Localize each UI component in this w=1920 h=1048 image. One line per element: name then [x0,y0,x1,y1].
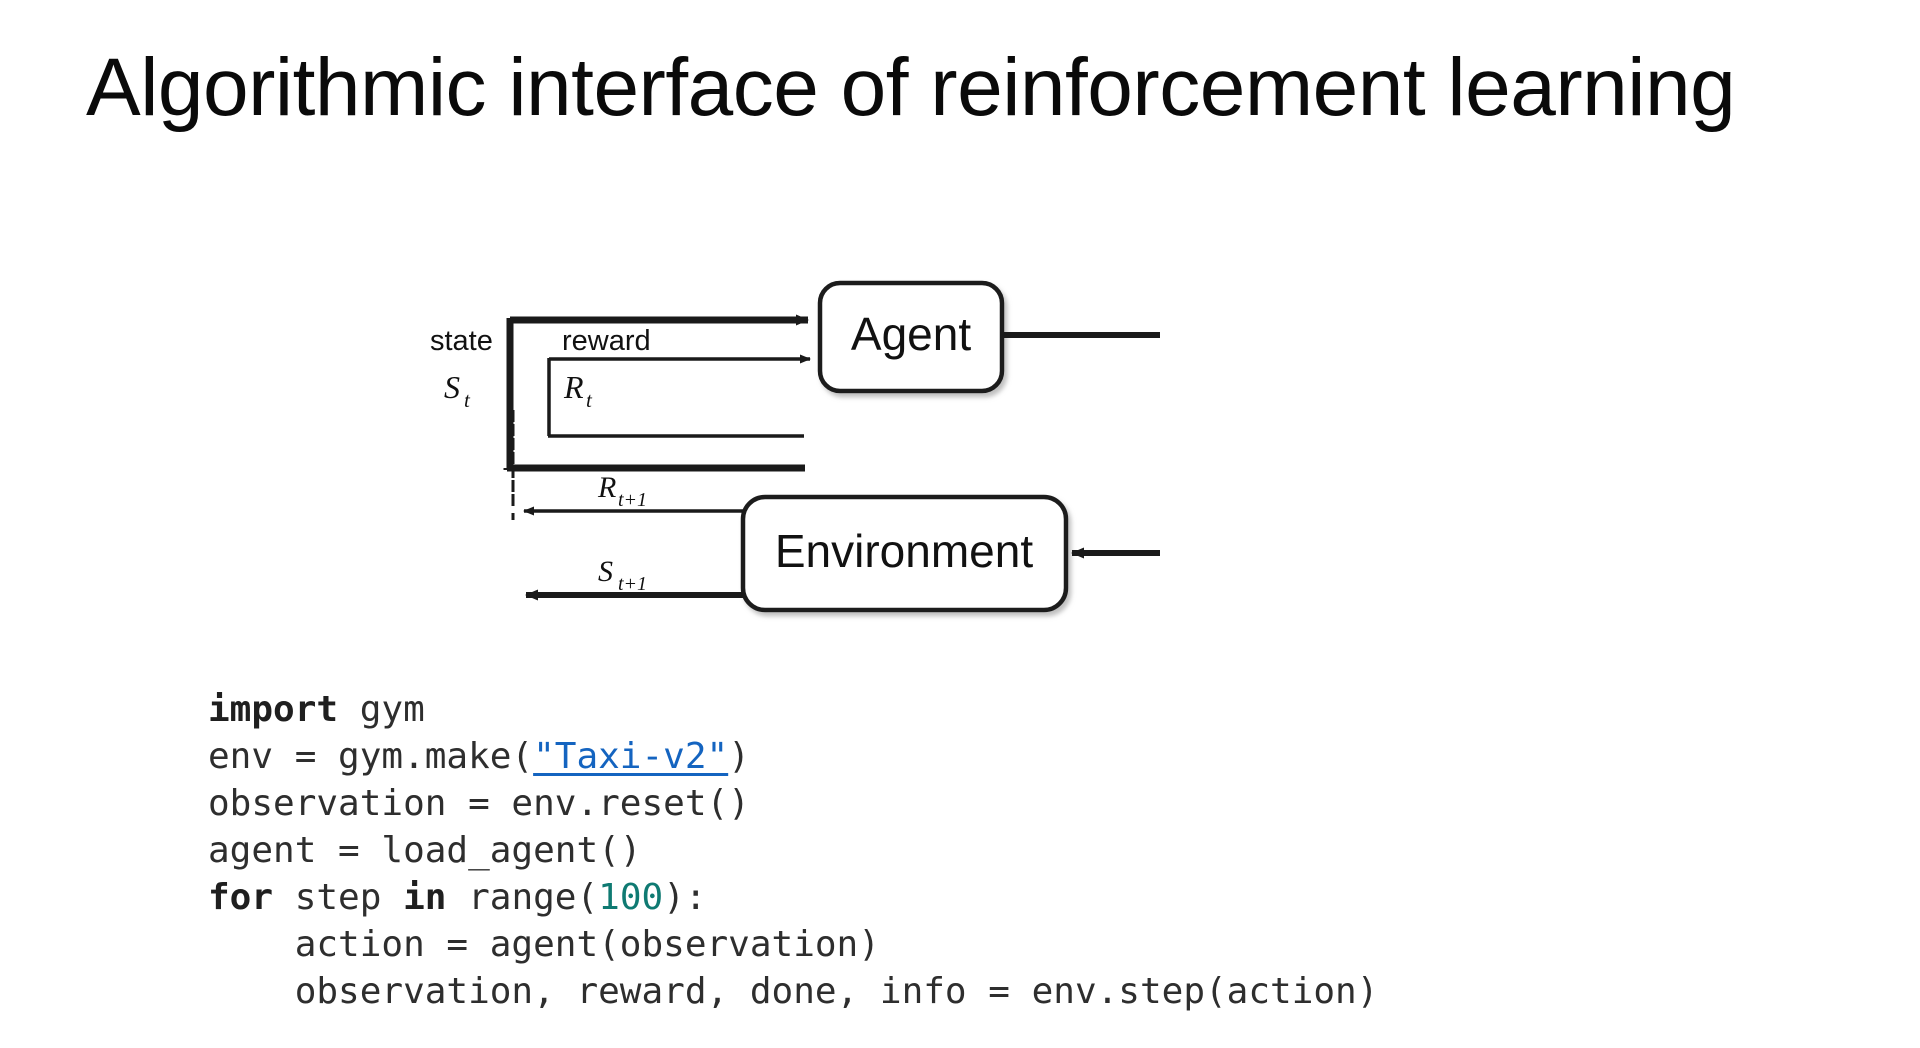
env-id-link[interactable]: "Taxi-v2" [533,736,729,777]
reward-edge [547,354,811,438]
environment-label: Environment [775,525,1033,577]
code-text: observation = env.reset() [208,783,750,824]
reward-subscript: t [586,388,593,412]
code-keyword: in [403,877,447,918]
code-text: ): [663,877,707,918]
code-text: action = agent(observation) [208,924,880,965]
state-symbol: S [444,369,460,405]
state-label-symbol: S t [444,369,471,412]
next-state-symbol: S [598,555,613,588]
code-text: step [273,877,404,918]
reward-symbol: R [563,369,584,405]
code-text: env = gym.make( [208,736,534,777]
code-text: observation, reward, done, info = env.st… [208,971,1379,1012]
code-line: observation, reward, done, info = env.st… [208,968,1379,1015]
code-keyword: for [208,877,274,918]
state-label-word: state [430,325,493,357]
environment-node: Environment [740,494,1069,613]
state-edge [503,314,809,472]
code-line: observation = env.reset() [208,780,1378,827]
page-title: Algorithmic interface of reinforcement l… [86,42,1736,133]
next-state-label: S t+1 [598,555,647,595]
code-line: agent = load_agent() [208,827,1378,874]
code-text: range( [446,877,599,918]
agent-node: Agent [817,280,1005,394]
code-line: import gym [208,686,1378,733]
rl-loop-diagram: Agent Environment state S t reward [400,215,1160,635]
reward-label-word: reward [562,325,651,357]
code-line: for step in range(100): [208,874,1378,921]
code-keyword: import [208,689,339,730]
code-text: ) [728,736,750,777]
code-number: 100 [598,877,664,918]
code-line: env = gym.make("Taxi-v2") [208,733,1378,780]
code-text: gym [338,689,425,730]
next-reward-label: R t+1 [597,471,647,511]
next-state-subscript: t+1 [618,573,647,595]
action-edge [1000,332,1160,559]
next-reward-symbol: R [597,471,616,504]
code-text: agent = load_agent() [208,830,642,871]
reward-label-symbol: R t [563,369,593,412]
code-line: action = agent(observation) [208,921,1378,968]
next-reward-subscript: t+1 [618,489,647,511]
agent-label: Agent [851,308,971,360]
state-subscript: t [464,388,471,412]
